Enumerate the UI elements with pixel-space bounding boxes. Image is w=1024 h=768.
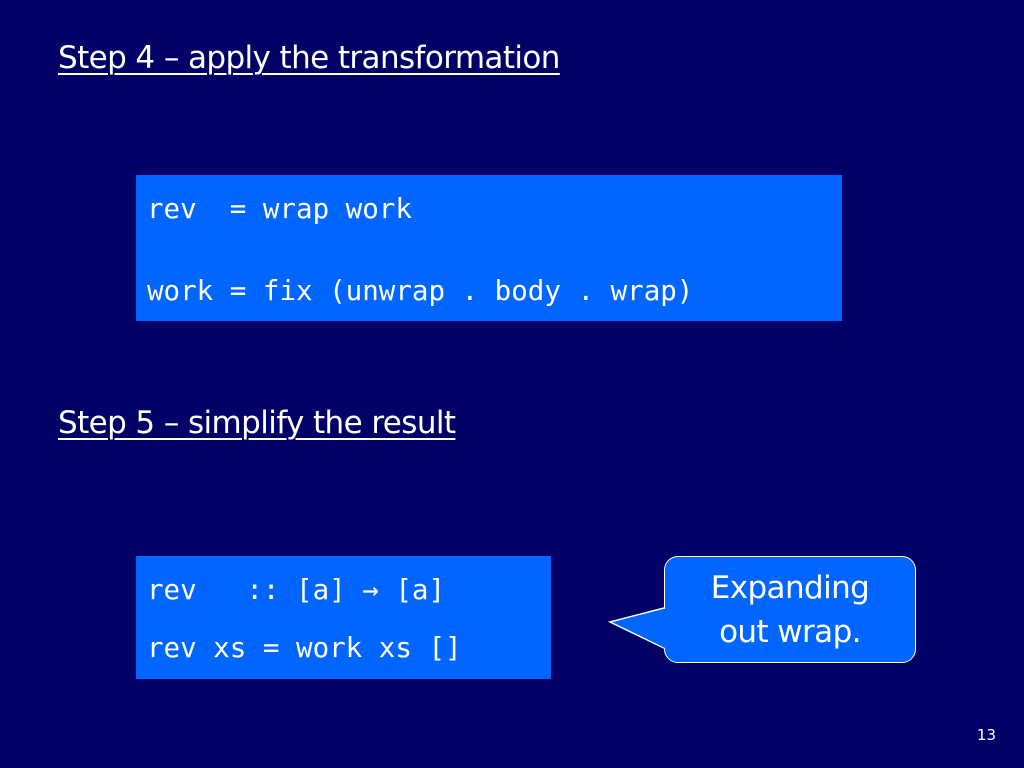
callout-text: Expanding out wrap.: [664, 566, 916, 654]
code-line-rev-equation: rev xs = work xs []: [147, 632, 462, 664]
callout-line-1: Expanding: [710, 570, 870, 606]
step5-heading: Step 5 – simplify the result: [58, 405, 456, 441]
code-box-simplified: rev :: [a] → [a] rev xs = work xs []: [136, 556, 551, 679]
callout-line-2: out wrap.: [719, 614, 861, 650]
code-line-rev-type-signature: rev :: [a] → [a]: [147, 574, 446, 606]
page-number: 13: [976, 726, 996, 744]
step4-heading: Step 4 – apply the transformation: [58, 40, 560, 76]
code-line-rev-definition: rev = wrap work: [147, 193, 412, 225]
code-line-work-definition: work = fix (unwrap . body . wrap): [147, 275, 694, 307]
callout-bubble: [664, 556, 916, 663]
code-box-transformation: rev = wrap work work = fix (unwrap . bod…: [136, 175, 842, 321]
